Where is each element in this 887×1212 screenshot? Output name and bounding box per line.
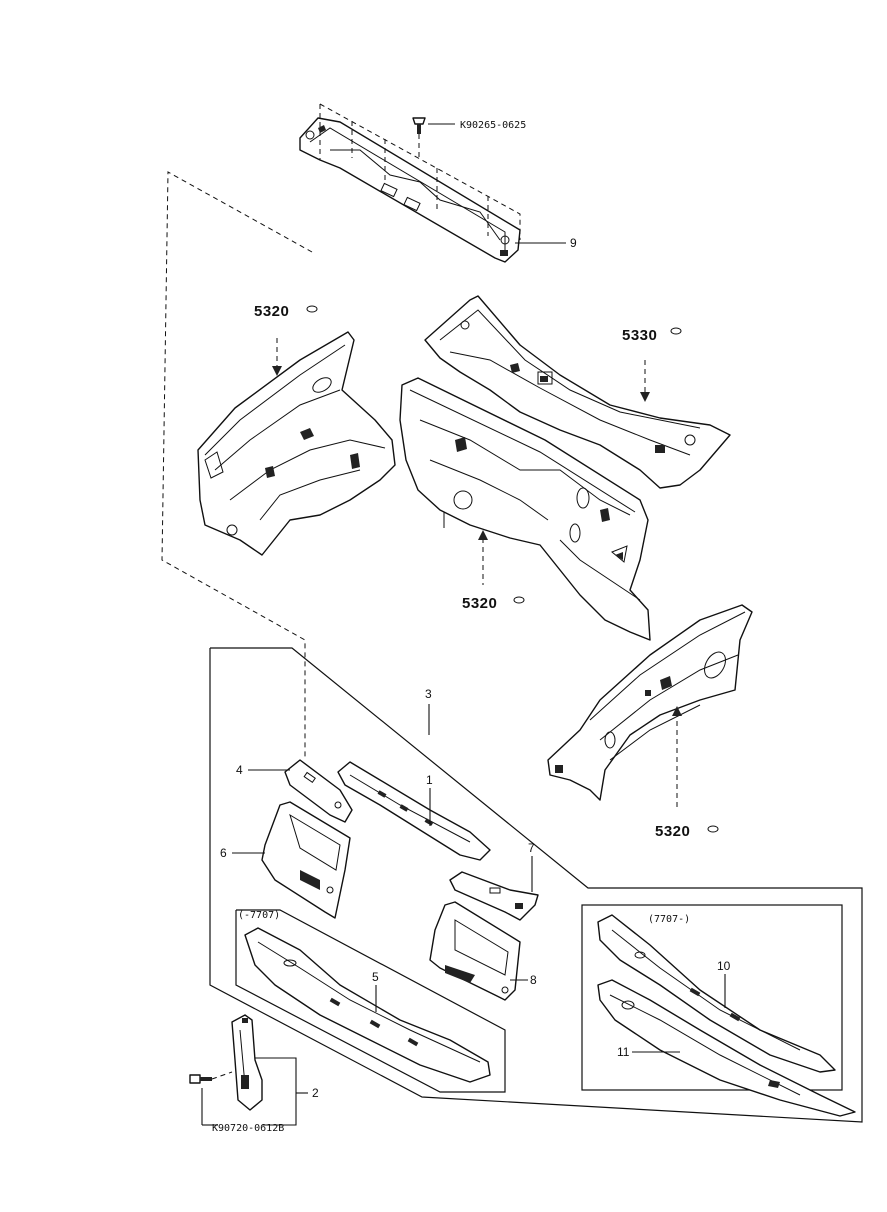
ref-dash-panel: 5320: [462, 595, 497, 612]
ref-left-panel: 5320: [254, 303, 289, 320]
callout-7: 7: [528, 841, 535, 855]
ref-symbol-icon: [306, 305, 318, 313]
callout-4: 4: [236, 763, 243, 777]
variant-early-label: (-7707): [238, 910, 280, 921]
callout-6: 6: [220, 846, 227, 860]
arrow-head-cowl: [640, 392, 650, 402]
arrow-head-left: [272, 366, 282, 376]
callout-2: 2: [312, 1086, 319, 1100]
ref-symbol-icon: [707, 825, 719, 833]
variant-late-label: (7707-): [648, 914, 690, 925]
callout-1: 1: [426, 773, 433, 787]
right-side-panel: [547, 604, 753, 801]
cowl-top-5330: [424, 295, 731, 489]
ref-symbol-icon: [513, 596, 525, 604]
callout-9: 9: [570, 236, 577, 250]
arrow-head-dash: [478, 530, 488, 540]
variant-box-late: [581, 904, 843, 1091]
variant-box-early: [235, 909, 506, 1093]
bolt-icon-bottom: [189, 1071, 233, 1126]
callout-3: 3: [425, 687, 432, 701]
arrow-head-right: [672, 706, 682, 716]
callout-10: 10: [717, 959, 731, 973]
ref-cowl-top: 5330: [622, 327, 657, 344]
leader-2: [255, 1057, 297, 1126]
panel-8: [429, 901, 521, 1001]
reinforcement-10: [597, 914, 836, 1073]
ref-right-panel: 5320: [655, 823, 690, 840]
reinforcement-5: [244, 927, 491, 1083]
cowl-top-panel-9: [299, 103, 521, 263]
bolt-icon-top: [412, 117, 455, 160]
callout-8: 8: [530, 973, 537, 987]
bottom-bolt-code: K90720-0612B: [212, 1123, 284, 1134]
callout-11: 11: [617, 1045, 630, 1059]
left-side-panel: [197, 331, 396, 556]
ref-symbol-icon: [670, 327, 682, 335]
callout-5: 5: [372, 970, 379, 984]
assembly-guide-line: [161, 171, 313, 760]
reinforcement-11: [597, 979, 856, 1117]
assembly-box-3: [209, 647, 863, 1123]
panel-6: [261, 801, 351, 919]
crossmember-1: [337, 761, 491, 861]
dash-panel: [399, 377, 651, 641]
bracket-4: [284, 759, 353, 823]
bracket-7: [449, 871, 539, 921]
top-bolt-code: K90265-0625: [460, 120, 526, 131]
bracket-2: [231, 1014, 263, 1111]
